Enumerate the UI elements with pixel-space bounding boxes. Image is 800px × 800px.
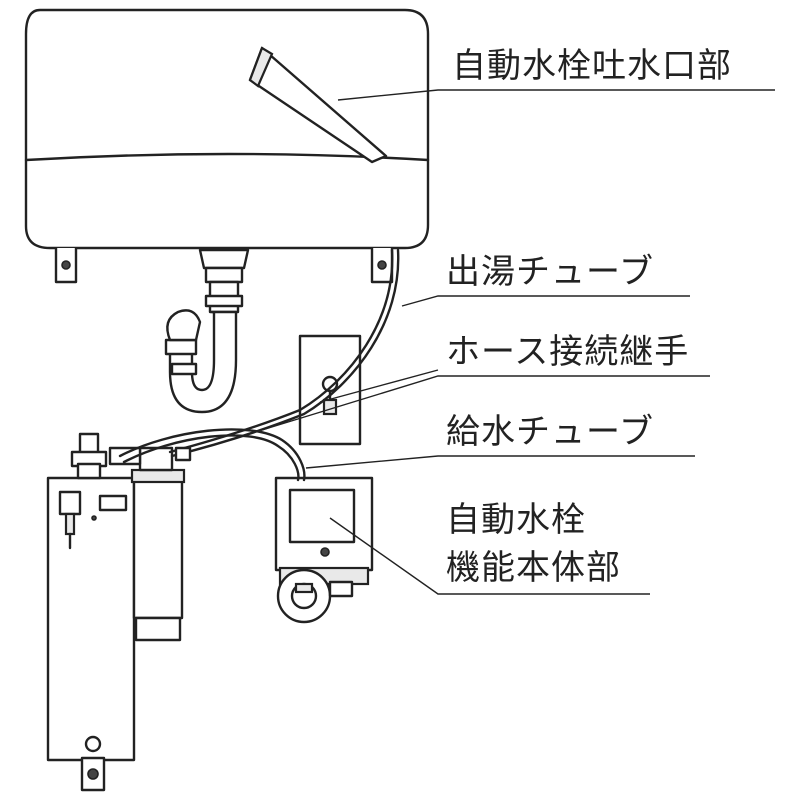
sink-basin — [24, 8, 430, 284]
water-heater — [46, 432, 136, 792]
label-hot-water-tube: 出湯チューブ — [446, 252, 654, 292]
leader-lines — [261, 89, 775, 595]
hot-water-tube — [168, 248, 400, 458]
wall-valve — [298, 334, 362, 446]
hose-connector — [174, 446, 192, 462]
function-unit — [274, 476, 374, 624]
label-hose-joint: ホース接続継手 — [446, 332, 690, 372]
label-spout: 自動水栓吐水口部 — [452, 46, 732, 86]
label-function-unit-line1: 自動水栓 — [446, 500, 586, 540]
label-supply-water-tube: 給水チューブ — [446, 412, 654, 452]
drain-trap — [164, 248, 250, 414]
supply-water-tube — [118, 428, 306, 482]
spout-part — [248, 46, 388, 164]
filter-cartridge — [108, 446, 186, 642]
label-function-unit-line2: 機能本体部 — [446, 548, 621, 588]
